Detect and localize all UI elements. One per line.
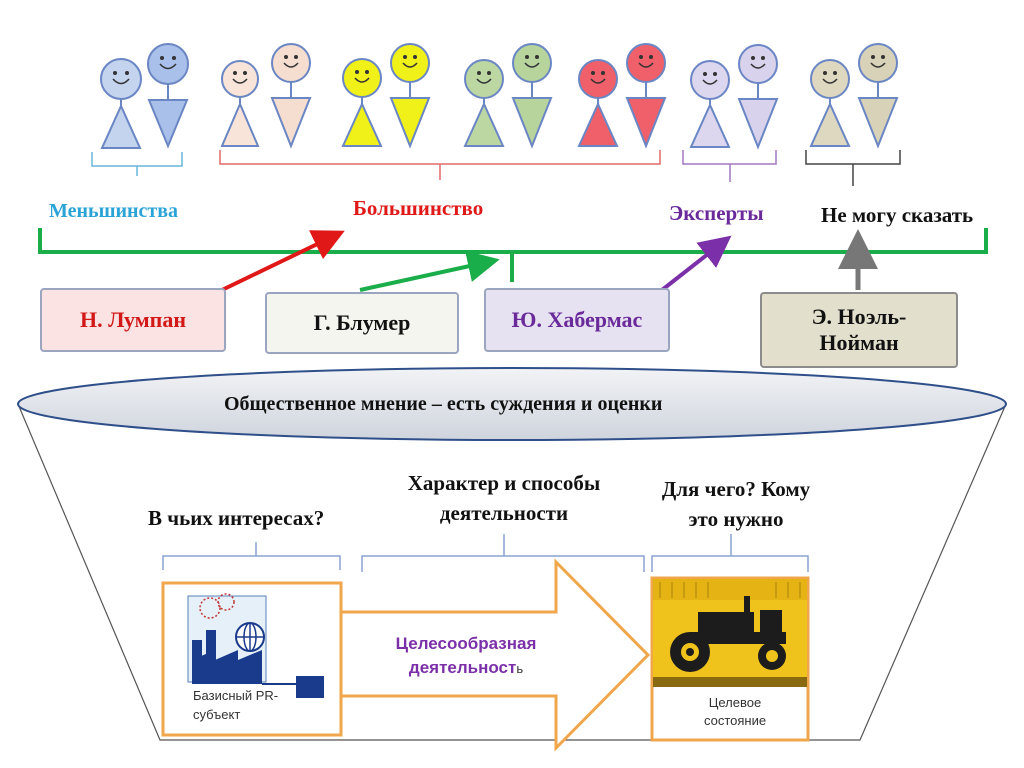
- target-state-caption-line2: состояние: [703, 713, 767, 728]
- pr-subject-caption-line1: Базисный PR-: [193, 688, 279, 703]
- tractor-icon: [653, 579, 807, 687]
- factory-icon: [187, 593, 324, 698]
- noelle-box: Э. Ноэль- Нойман: [760, 292, 958, 368]
- pr-subject-caption-line2: субъект: [193, 707, 241, 722]
- habermas-arrow: [660, 235, 732, 292]
- question-activity: Характер и способы деятельности: [384, 468, 624, 528]
- pr-subject-caption: Базисный PR- субъект: [193, 686, 278, 724]
- question-activity-line2: деятельности: [439, 501, 569, 525]
- person-icon: [737, 44, 779, 150]
- person-icon: [270, 43, 312, 149]
- person-icon: [100, 58, 142, 149]
- person-icon: [147, 43, 189, 149]
- activity-text-line2-tail: ь: [516, 661, 524, 676]
- activity-text-line2: деятельность: [378, 656, 554, 681]
- person-icon: [577, 59, 619, 147]
- minorities-brace: [91, 152, 183, 176]
- luhmann-name: Н. Лумпан: [79, 307, 186, 332]
- question-purpose: Для чего? Кому это нужно: [636, 474, 836, 534]
- funnel-top-ellipse: [17, 367, 1007, 441]
- person-icon: [625, 43, 667, 149]
- target-state-caption: Целевое состояние: [692, 694, 778, 730]
- person-icon: [463, 59, 505, 147]
- target-state-caption-line1: Целевое: [708, 695, 762, 710]
- undecided-label: Не могу сказать: [821, 203, 974, 227]
- person-icon: [857, 43, 899, 149]
- blumer-box: Г. Блумер: [265, 292, 459, 354]
- question-purpose-line2: это нужно: [688, 507, 784, 531]
- activity-brace: [361, 534, 645, 572]
- undecided-brace: [805, 150, 901, 186]
- blumer-arrow: [359, 250, 500, 292]
- question-purpose-line1: Для чего? Кому: [661, 477, 811, 501]
- activity-block-arrow: [338, 558, 651, 752]
- activity-text: Целесообразная деятельность: [378, 632, 554, 681]
- person-icon: [220, 60, 260, 147]
- funnel-title: Общественное мнение – есть суждения и оц…: [224, 393, 663, 415]
- question-activity-line1: Характер и способы: [407, 471, 601, 495]
- all-groups-brace: [38, 228, 988, 282]
- person-icon: [389, 43, 431, 149]
- minorities-label: Меньшинства: [49, 200, 179, 222]
- experts-brace: [682, 150, 777, 182]
- experts-label: Эксперты: [669, 201, 764, 225]
- habermas-box: Ю. Хабермас: [484, 288, 670, 352]
- luhmann-box: Н. Лумпан: [40, 288, 226, 352]
- person-icon: [689, 60, 731, 148]
- habermas-name: Ю. Хабермас: [511, 307, 643, 332]
- purpose-brace: [651, 534, 809, 572]
- noelle-name-line2: Нойман: [819, 330, 899, 355]
- luhmann-arrow: [221, 230, 345, 292]
- person-icon: [341, 58, 383, 147]
- interest-brace: [162, 542, 341, 570]
- person-icon: [511, 43, 553, 149]
- majority-label: Большинство: [353, 196, 484, 220]
- activity-text-line1: Целесообразная: [395, 634, 537, 653]
- person-icon: [809, 59, 851, 147]
- question-interests: В чьих интересах?: [148, 506, 325, 530]
- noelle-name-line1: Э. Ноэль-: [811, 304, 907, 329]
- majority-brace: [219, 150, 661, 180]
- globe-icon: [235, 622, 265, 652]
- activity-text-line2-main: деятельност: [408, 658, 517, 677]
- blumer-name: Г. Блумер: [313, 310, 411, 335]
